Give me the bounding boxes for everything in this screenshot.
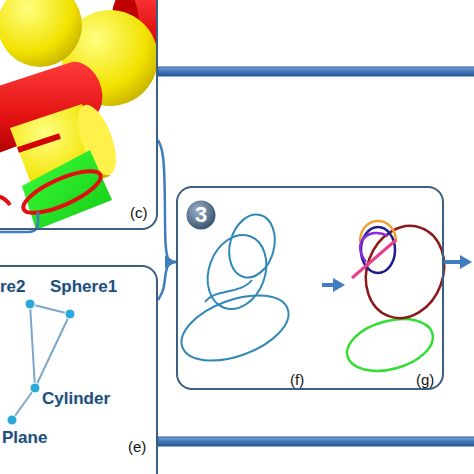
colored-curves [341,215,456,380]
flow-connector [158,140,176,262]
panel: 3 (f) (g) [176,186,444,390]
graph-label: re2 [0,277,26,297]
step-number: 3 [195,204,207,226]
flow-bar [158,437,474,446]
panel-label: (e) [128,438,146,455]
curve-set [173,209,297,373]
out-arrow [444,260,461,264]
flow-connector [158,262,176,300]
bracket [0,212,38,232]
graph-label: Cylinder [42,389,110,409]
panel-label: (f) [290,371,304,388]
step-badge: 3 [184,198,218,232]
flow-bar [158,67,474,76]
graph-dots [7,299,75,425]
step-arrow-head [333,278,345,292]
panel: (e) [0,265,158,474]
shape-model [0,0,158,230]
graph-label: Plane [2,428,47,448]
graph-edges [12,304,70,420]
out-arrow-head [460,255,472,269]
panel-label: (c) [130,204,148,221]
badge-circle [184,198,218,232]
step-arrow [322,283,334,287]
graph-label: Sphere1 [50,277,117,297]
panel-label: (g) [416,371,434,388]
panel: (c) [0,0,158,230]
